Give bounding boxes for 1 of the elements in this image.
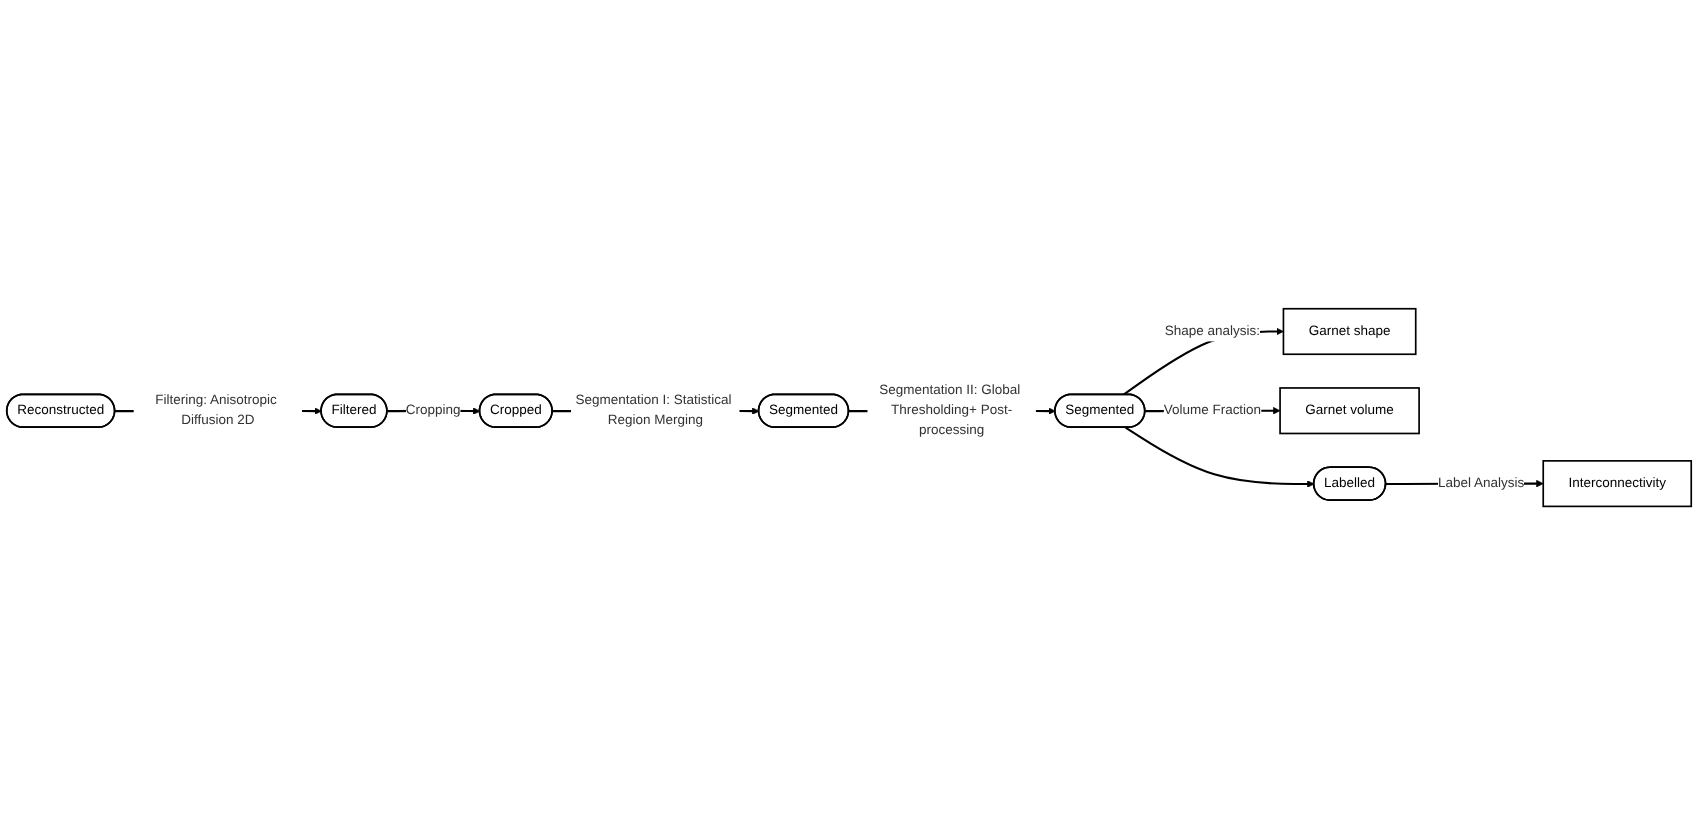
arrow <box>1125 427 1315 489</box>
